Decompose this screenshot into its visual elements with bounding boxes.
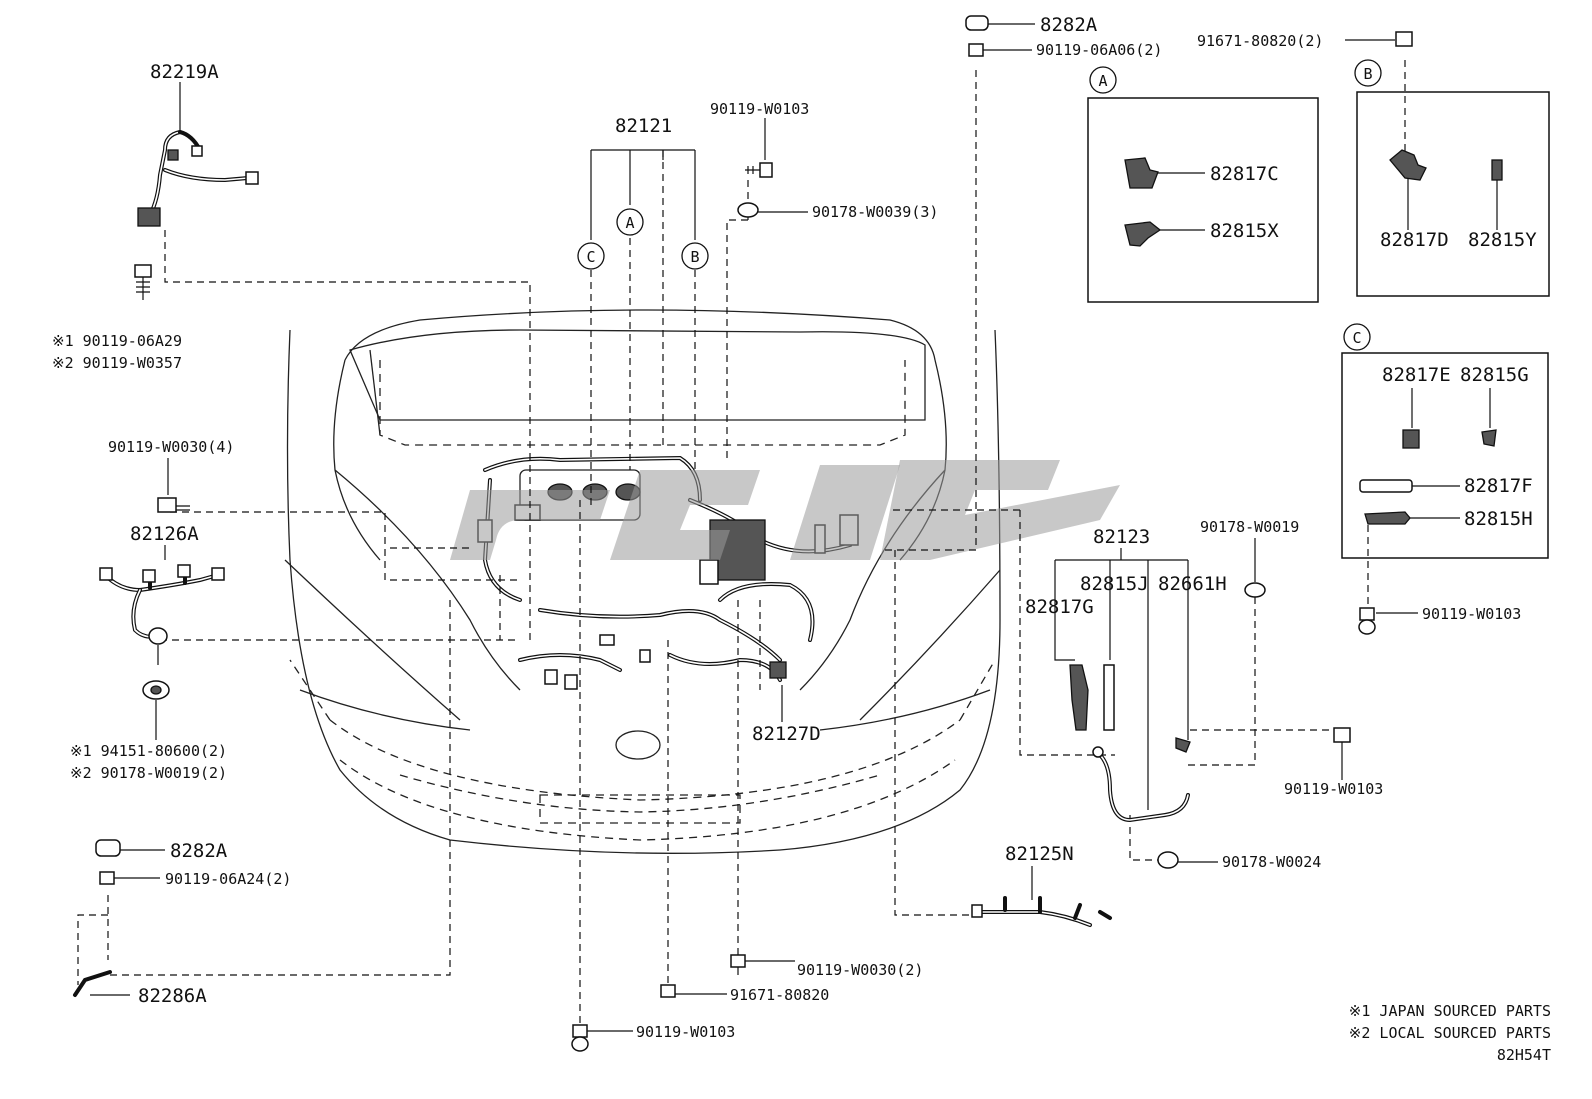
detail-box-c: C 82817E 82815G 82817F 82815H (1341, 323, 1549, 559)
box-b-callout: B (1363, 65, 1372, 83)
note-japan-sourced: ※1 JAPAN SOURCED PARTS (1349, 1002, 1551, 1020)
label-90119-W0103-top: 90119-W0103 (710, 100, 809, 118)
bolt-90119-W0103-r[interactable]: 90119-W0103 (1284, 727, 1383, 798)
label-82817E: 82817E (1382, 364, 1451, 386)
bracket-82121 (590, 149, 696, 240)
harness-82127D[interactable]: 82127D (752, 685, 821, 745)
label-82817D: 82817D (1380, 229, 1449, 251)
label-91671-80820-bottom: 91671-80820 (730, 986, 829, 1004)
bolt-90119-06A06[interactable]: 90119-06A06(2) (968, 41, 1162, 59)
label-82123: 82123 (1093, 526, 1150, 548)
dashed-leaders (77, 60, 1406, 1035)
bolt-90119-W0030-2[interactable]: 90119-W0030(2) (730, 954, 923, 979)
label-94151-80600: ※1 94151-80600(2) (70, 742, 227, 760)
label-82817G: 82817G (1025, 596, 1094, 618)
box-c-callout: C (1352, 329, 1361, 347)
harness-82121-label[interactable]: 82121 (615, 115, 672, 137)
label-82815Y: 82815Y (1468, 229, 1537, 251)
detail-box-a: A 82817C 82815X (1087, 66, 1319, 303)
diagram-code: 82H54T (1497, 1046, 1551, 1064)
label-90119-W0103-bottom: 90119-W0103 (636, 1023, 735, 1041)
label-90119-06A24: 90119-06A24(2) (165, 870, 291, 888)
label-90119-W0103-r: 90119-W0103 (1284, 780, 1383, 798)
label-82815H: 82815H (1464, 508, 1533, 530)
callout-a-label: A (625, 214, 634, 232)
callout-b-label: B (690, 248, 699, 266)
box-a-callout: A (1098, 72, 1107, 90)
label-82817F: 82817F (1464, 475, 1533, 497)
vehicle-body-outline (284, 309, 1001, 854)
callout-c-main: C (577, 242, 605, 270)
bolt-90119-W0103-c[interactable]: 90119-W0103 (1358, 605, 1521, 635)
label-82121: 82121 (615, 115, 672, 137)
label-90178-W0024: 90178-W0024 (1222, 853, 1321, 871)
label-90178-W0019-2: ※2 90178-W0019(2) (70, 764, 227, 782)
clip-8282A-bottom[interactable]: 8282A (95, 839, 228, 862)
label-90119-W0357: ※2 90119-W0357 (52, 354, 182, 372)
label-82815G: 82815G (1460, 364, 1529, 386)
bolt-91671-80820-bottom[interactable]: 91671-80820 (660, 984, 829, 1004)
bolt-91671-80820-top[interactable]: 91671-80820(2) (1197, 31, 1413, 50)
bracket-82286A[interactable]: 82286A (73, 970, 207, 1007)
label-90119-06A06: 90119-06A06(2) (1036, 41, 1162, 59)
notes-block: ※1 JAPAN SOURCED PARTS ※2 LOCAL SOURCED … (1349, 1002, 1551, 1064)
bolt-90119-06A24[interactable]: 90119-06A24(2) (99, 870, 291, 888)
label-90119-W0030-2: 90119-W0030(2) (797, 961, 923, 979)
nut-90178-W0024[interactable]: 90178-W0024 (1157, 851, 1321, 871)
watermark (450, 460, 1120, 560)
nut-94151-80600[interactable]: ※1 94151-80600(2) ※2 90178-W0019(2) (70, 680, 227, 782)
label-8282A-top: 8282A (1040, 14, 1098, 36)
label-90119-06A29: ※1 90119-06A29 (52, 332, 182, 350)
label-8282A-bottom: 8282A (170, 840, 228, 862)
label-90119-W0030-4: 90119-W0030(4) (108, 438, 234, 456)
bolt-90119-06A29[interactable]: ※1 90119-06A29 ※2 90119-W0357 (52, 264, 182, 372)
clip-8282A-top[interactable]: 8282A (965, 14, 1098, 36)
detail-box-b: B 82817D 82815Y (1354, 59, 1550, 297)
label-82126A: 82126A (130, 523, 199, 545)
label-82286A: 82286A (138, 985, 207, 1007)
bolt-90119-W0103-bottom[interactable]: 90119-W0103 (571, 1023, 735, 1052)
label-91671-80820-top: 91671-80820(2) (1197, 32, 1323, 50)
label-90178-W0039: 90178-W0039(3) (812, 203, 938, 221)
label-90178-W0019: 90178-W0019 (1200, 518, 1299, 536)
part-82126A[interactable]: 82126A (99, 523, 225, 665)
label-82127D: 82127D (752, 723, 821, 745)
nut-90178-W0019[interactable]: 90178-W0019 (1200, 518, 1299, 598)
label-82661H: 82661H (1158, 573, 1227, 595)
label-82815X: 82815X (1210, 220, 1279, 242)
callout-c-label: C (586, 248, 595, 266)
callout-a-main: A (616, 208, 644, 236)
harness-82123[interactable]: 82123 82815J 82661H 82817G (1025, 526, 1227, 823)
label-82125N: 82125N (1005, 843, 1074, 865)
label-82815J: 82815J (1080, 573, 1149, 595)
part-82219A[interactable]: 82219A (137, 61, 259, 227)
label-82817C: 82817C (1210, 163, 1279, 185)
nut-90178-W0039[interactable]: 90178-W0039(3) (737, 202, 938, 221)
callout-b-main: B (681, 242, 709, 270)
label-82219A: 82219A (150, 61, 219, 83)
bolt-90119-W0103-top[interactable]: 90119-W0103 (710, 100, 809, 178)
harness-82125N[interactable]: 82125N (971, 843, 1112, 927)
note-local-sourced: ※2 LOCAL SOURCED PARTS (1349, 1024, 1551, 1042)
label-90119-W0103-c: 90119-W0103 (1422, 605, 1521, 623)
bolt-90119-W0030-4[interactable]: 90119-W0030(4) (108, 438, 234, 513)
